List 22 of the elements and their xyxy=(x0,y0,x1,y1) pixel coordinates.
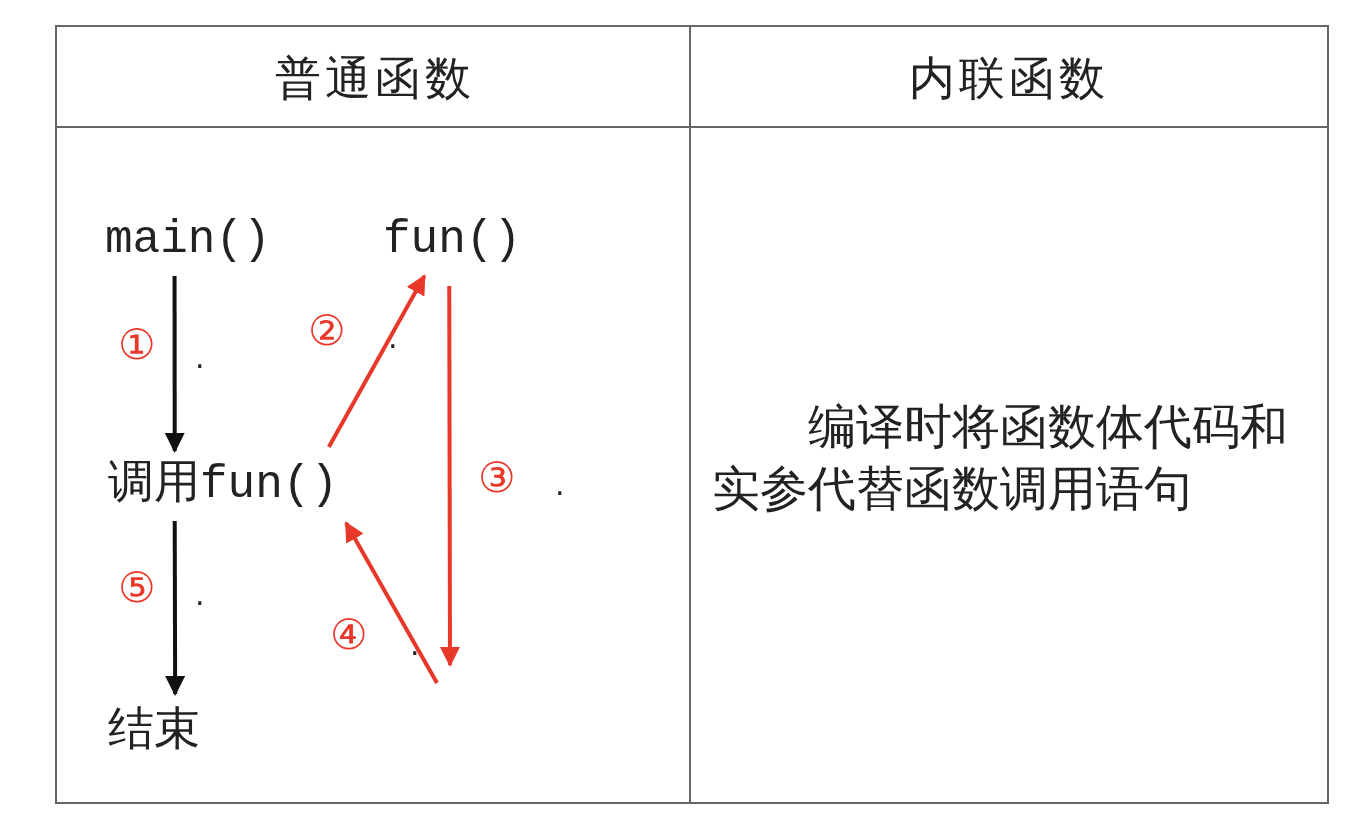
arrow xyxy=(344,521,439,684)
description-text: 编译时将函数体代码和实参代替函数调用语句 xyxy=(712,397,1289,518)
arrow xyxy=(439,286,460,667)
step-number: ④ xyxy=(330,612,368,658)
arrow xyxy=(164,276,185,453)
dot-mark: . xyxy=(195,576,205,614)
dot-mark: . xyxy=(388,319,398,357)
dot-mark: . xyxy=(195,339,205,377)
dot-mark: . xyxy=(410,626,420,664)
code-text: 结束 xyxy=(108,700,200,756)
step-number: ① xyxy=(118,322,156,368)
arrow xyxy=(327,274,427,448)
code-text: main() xyxy=(105,212,271,268)
arrow xyxy=(165,521,186,696)
dot-mark: . xyxy=(555,466,565,504)
step-number: ⑤ xyxy=(118,565,156,611)
code-text: 调用fun() xyxy=(108,457,339,513)
step-number: ② xyxy=(308,308,346,354)
column-header: 内联函数 xyxy=(907,50,1110,107)
code-text: fun() xyxy=(383,212,522,268)
step-number: ③ xyxy=(478,455,516,501)
column-header: 普通函数 xyxy=(274,50,476,107)
